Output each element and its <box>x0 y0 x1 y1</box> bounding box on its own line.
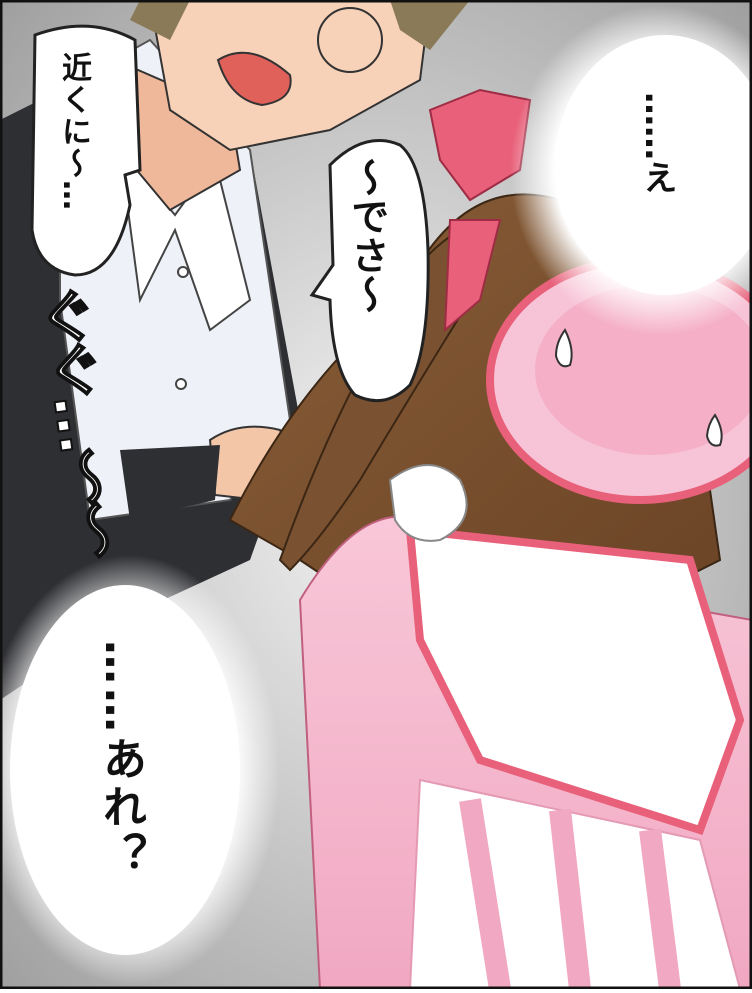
male-hair <box>390 0 470 50</box>
dialogue-e: ……え <box>637 92 677 194</box>
male-mouth <box>216 51 292 107</box>
male-hair <box>130 0 190 40</box>
apron-stripe <box>459 798 511 991</box>
sailor-collar <box>405 525 745 835</box>
shirt-button <box>175 378 187 390</box>
speech-bubble-desa <box>309 139 430 403</box>
apron-stripe <box>549 808 591 991</box>
glasses-lens <box>317 7 383 73</box>
sweat-drop <box>705 413 723 447</box>
speech-bubble-chikaku <box>30 24 142 277</box>
dialogue-are: ……あれ？ <box>95 640 146 880</box>
apron-stripe <box>639 828 681 991</box>
shirt-button <box>177 266 189 278</box>
frill-shoulder <box>388 464 468 542</box>
male-collar <box>118 146 252 332</box>
dialogue-chikaku: 近くに〜… <box>56 52 91 212</box>
thought-bubble-are-core <box>10 585 240 955</box>
male-sleeve <box>120 445 220 520</box>
thought-bubble-e-core <box>555 35 752 295</box>
sweat-drop <box>554 328 573 368</box>
hair-ribbon-tail <box>443 219 502 333</box>
dialogue-desa: 〜でさ〜 <box>345 158 389 314</box>
